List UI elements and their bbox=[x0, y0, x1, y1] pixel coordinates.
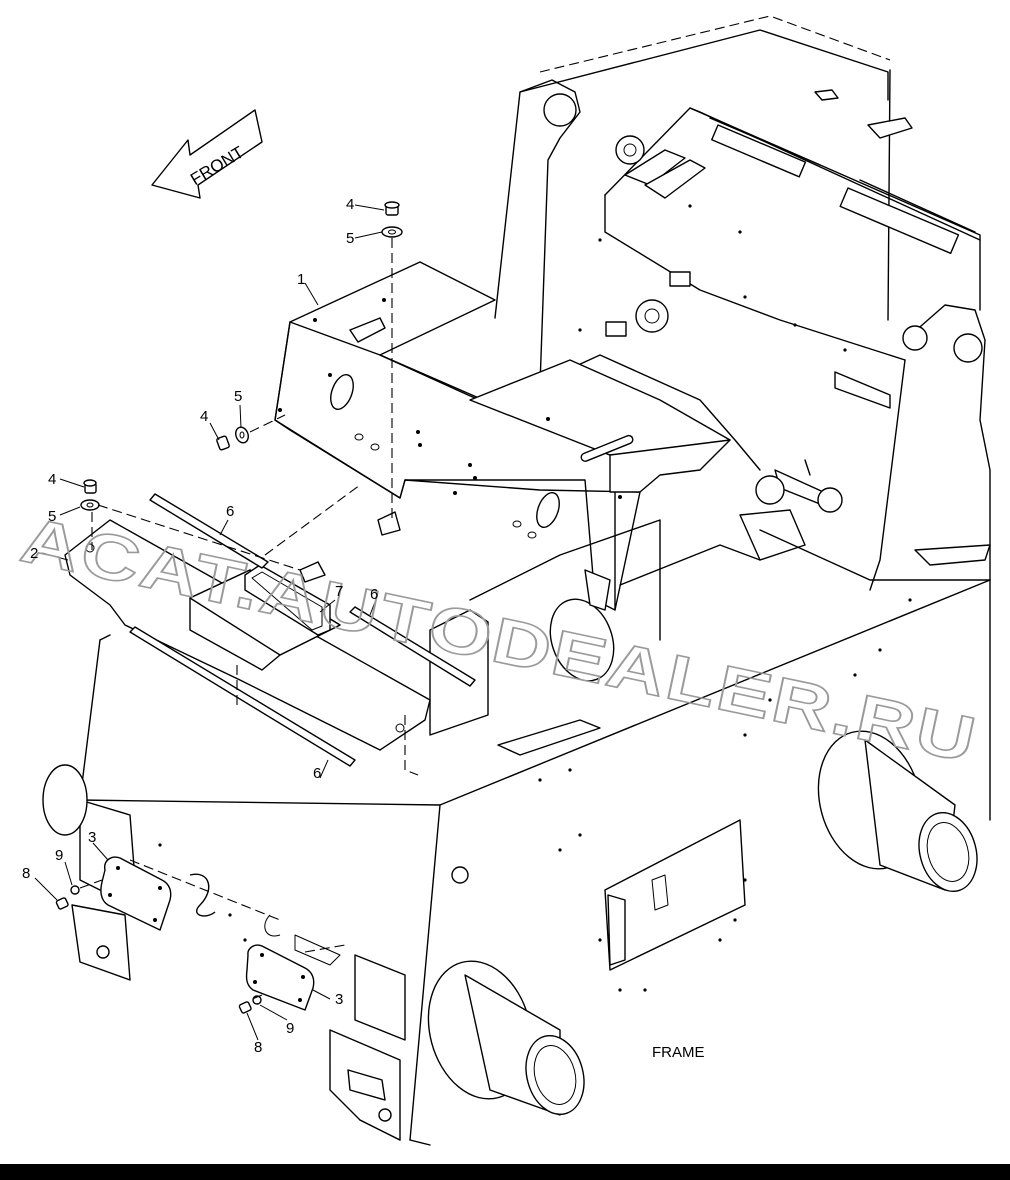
frame-body bbox=[42, 15, 991, 1146]
callout-9-left: 9 bbox=[55, 847, 63, 864]
callout-5-top: 5 bbox=[346, 230, 354, 247]
part-2-lower-tray bbox=[64, 519, 431, 751]
fasteners bbox=[55, 201, 403, 1014]
callout-5-left: 5 bbox=[48, 508, 56, 525]
part-1-upper-cover bbox=[274, 261, 731, 611]
callout-2: 2 bbox=[30, 545, 38, 562]
part-3-cover-right bbox=[245, 944, 315, 1011]
callout-8-left: 8 bbox=[22, 865, 30, 882]
front-direction-arrow: FRONT bbox=[151, 109, 263, 199]
callout-6-bottom: 6 bbox=[313, 765, 321, 782]
callout-5-middle: 5 bbox=[234, 388, 242, 405]
axle-hub-left bbox=[427, 960, 585, 1116]
callout-4-middle: 4 bbox=[200, 408, 208, 425]
callout-6-middle: 6 bbox=[370, 586, 378, 603]
callout-numbers: 1 2 3 3 4 4 4 5 5 5 6 6 6 7 8 8 9 9 bbox=[22, 196, 378, 1056]
callout-3-right: 3 bbox=[335, 991, 343, 1008]
assembly-lines bbox=[79, 238, 419, 1001]
callout-4-left: 4 bbox=[48, 471, 56, 488]
leader-lines bbox=[34, 204, 385, 1041]
callout-9-right: 9 bbox=[286, 1020, 294, 1037]
callout-3-left: 3 bbox=[88, 829, 96, 846]
callout-8-right: 8 bbox=[254, 1039, 262, 1056]
part-3-cover-left bbox=[100, 856, 172, 931]
bottom-border-bar bbox=[0, 1164, 1010, 1180]
callout-7: 7 bbox=[335, 583, 343, 600]
axle-hub-right bbox=[817, 730, 978, 893]
callout-4-top: 4 bbox=[346, 196, 354, 213]
part-6-strips bbox=[129, 493, 476, 767]
callout-6-top: 6 bbox=[226, 503, 234, 520]
frame-label: FRAME bbox=[652, 1044, 705, 1061]
callout-1: 1 bbox=[297, 271, 305, 288]
